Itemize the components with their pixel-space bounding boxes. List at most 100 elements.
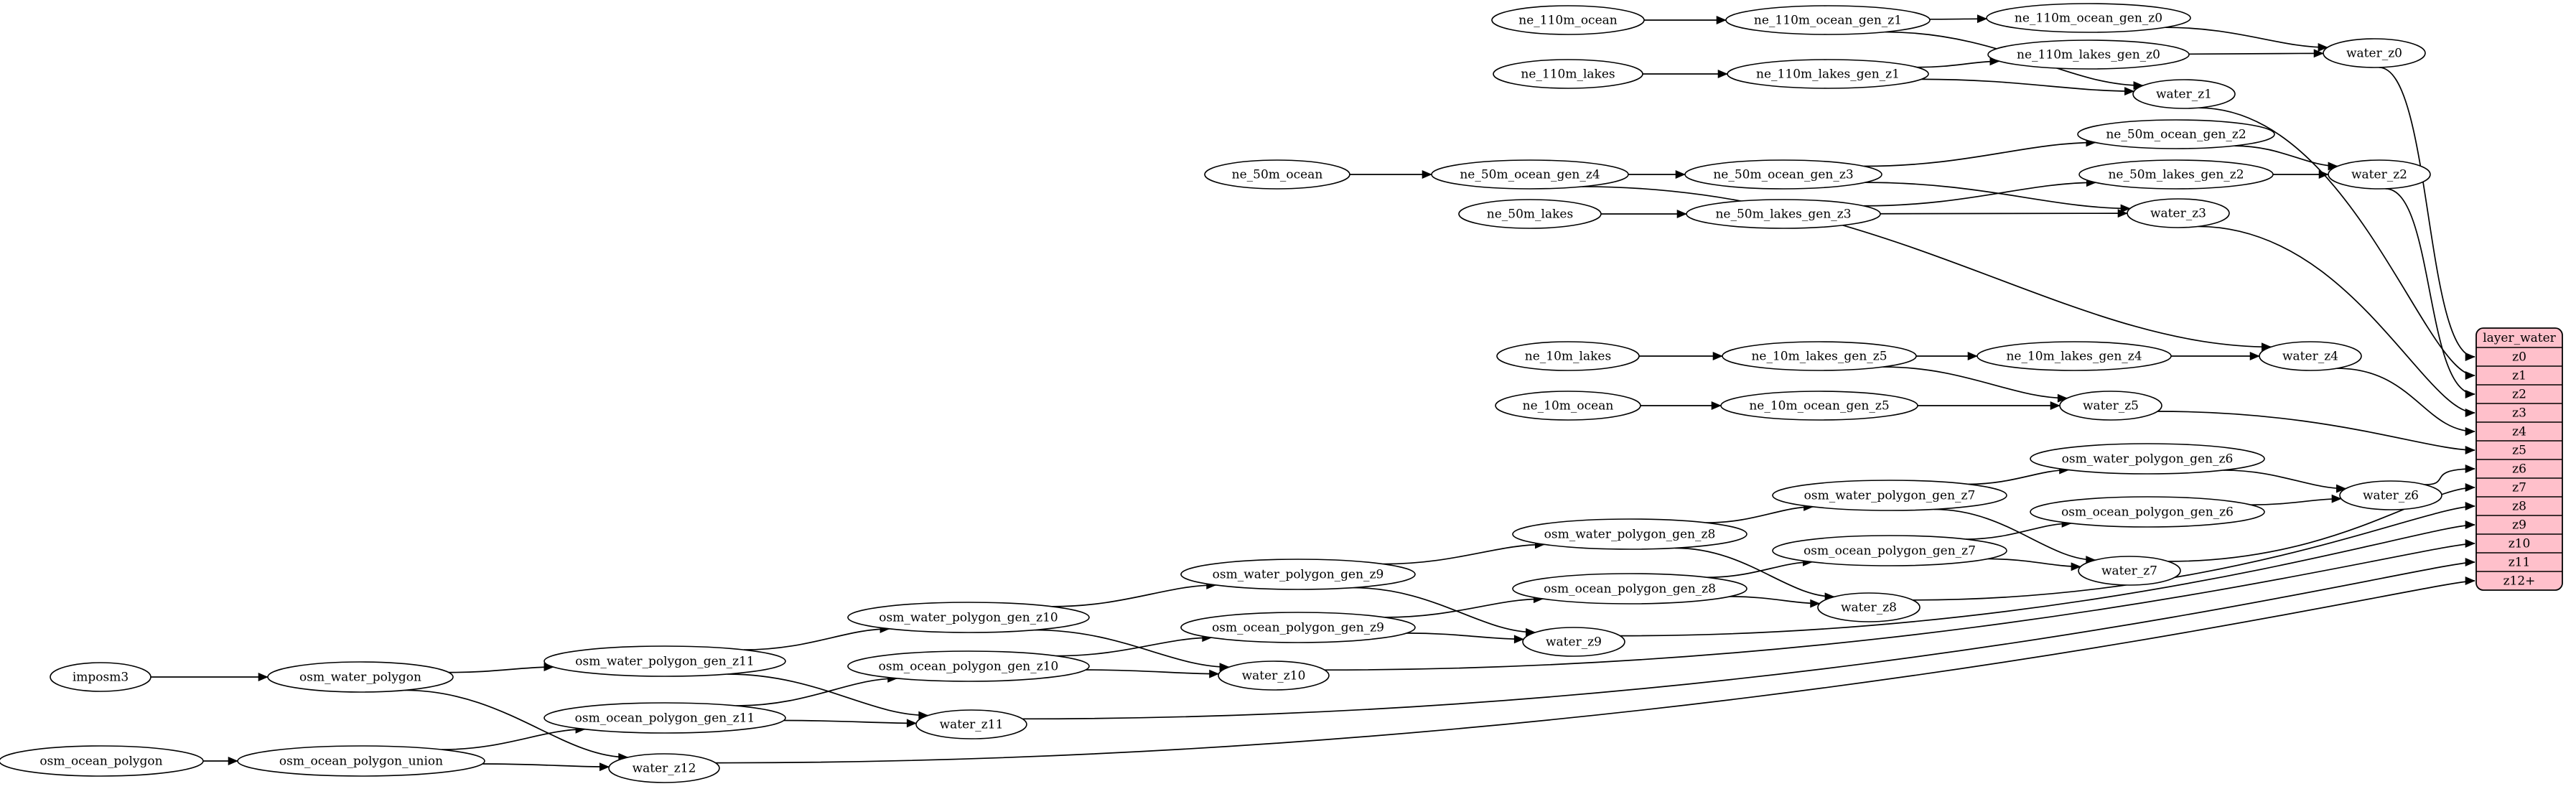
node-osm_water_polygon_gen_z9[interactable]: osm_water_polygon_gen_z9 (1180, 559, 1416, 590)
node-water_z4[interactable]: water_z4 (2259, 341, 2362, 371)
node-osm_water_polygon_gen_z6[interactable]: osm_water_polygon_gen_z6 (2030, 443, 2265, 475)
edge-line (1968, 469, 2069, 485)
edge-osm_ocean_polygon_union-to-water_z12 (482, 762, 610, 772)
node-osm_water_polygon_gen_z11[interactable]: osm_water_polygon_gen_z11 (543, 645, 786, 677)
node-shape (50, 662, 151, 692)
edge-arrowhead (2465, 520, 2475, 529)
edge-arrowhead (1717, 70, 1728, 78)
node-shape (1493, 59, 1643, 89)
edge-water_z11-to-layer_water.z11 (1022, 558, 2475, 720)
record-row-z10[interactable]: z10 (2509, 537, 2531, 551)
edge-line (442, 728, 585, 750)
edge-arrowhead (2120, 204, 2131, 213)
node-water_z12[interactable]: water_z12 (608, 753, 720, 783)
node-ne_10m_ocean_gen_z5[interactable]: ne_10m_ocean_gen_z5 (1720, 391, 1918, 421)
node-ne_110m_lakes[interactable]: ne_110m_lakes (1493, 59, 1643, 89)
node-ne_110m_lakes_gen_z0[interactable]: ne_110m_lakes_gen_z0 (1987, 39, 2190, 70)
node-label: ne_110m_ocean_gen_z0 (2015, 11, 2162, 26)
record-row-z9[interactable]: z9 (2512, 518, 2526, 533)
node-osm_ocean_polygon_gen_z10[interactable]: osm_ocean_polygon_gen_z10 (847, 650, 1090, 682)
node-shape (2328, 159, 2431, 190)
edge-ne_110m_ocean_gen_z1-to-ne_110m_ocean_gen_z0 (1929, 14, 1988, 24)
record-layer: layer_waterz0z1z2z3z4z5z6z7z8z9z10z11z12… (2475, 327, 2563, 591)
edge-arrowhead (2117, 209, 2128, 218)
record-node-layer-water[interactable]: layer_waterz0z1z2z3z4z5z6z7z8z9z10z11z12… (2475, 327, 2563, 591)
node-ne_50m_lakes_gen_z3[interactable]: ne_50m_lakes_gen_z3 (1686, 199, 1881, 229)
edge-osm_ocean_polygon_gen_z7-to-water_z7 (1987, 558, 2081, 571)
node-ne_10m_lakes_gen_z4[interactable]: ne_10m_lakes_gen_z4 (1977, 341, 2172, 371)
node-ne_50m_ocean_gen_z3[interactable]: ne_50m_ocean_gen_z3 (1684, 159, 1882, 190)
node-water_z6[interactable]: water_z6 (2339, 480, 2442, 510)
node-osm_ocean_polygon_gen_z6[interactable]: osm_ocean_polygon_gen_z6 (2030, 496, 2265, 528)
node-label: ne_50m_ocean_gen_z2 (2106, 128, 2246, 142)
node-ne_10m_lakes_gen_z5[interactable]: ne_10m_lakes_gen_z5 (1722, 341, 1917, 371)
node-ne_110m_ocean_gen_z0[interactable]: ne_110m_ocean_gen_z0 (1986, 3, 2191, 33)
node-osm_ocean_polygon[interactable]: osm_ocean_polygon (0, 745, 204, 777)
edge-arrowhead (2071, 562, 2081, 571)
edge-osm_ocean_polygon_gen_z9-to-water_z9 (1406, 632, 1524, 644)
edge-arrowhead (2465, 502, 2475, 510)
record-row-z11[interactable]: z11 (2509, 556, 2531, 570)
node-ne_10m_lakes[interactable]: ne_10m_lakes (1496, 341, 1640, 371)
node-water_z7[interactable]: water_z7 (2078, 556, 2181, 586)
node-shape (2078, 556, 2181, 586)
edge-osm_ocean_polygon_gen_z8-to-osm_ocean_polygon_gen_z7 (1707, 557, 1814, 579)
record-row-z6[interactable]: z6 (2512, 462, 2526, 477)
node-water_z2[interactable]: water_z2 (2328, 159, 2431, 190)
edge-osm_water_polygon_gen_z6-to-water_z6 (2223, 470, 2347, 493)
node-osm_ocean_polygon_gen_z8[interactable]: osm_ocean_polygon_gen_z8 (1512, 573, 1747, 604)
node-ne_50m_lakes[interactable]: ne_50m_lakes (1458, 199, 1602, 229)
node-ne_10m_ocean[interactable]: ne_10m_ocean (1495, 391, 1641, 421)
edge-line (1864, 141, 2096, 167)
node-osm_ocean_polygon_union[interactable]: osm_ocean_polygon_union (237, 745, 485, 777)
node-shape (267, 661, 454, 693)
record-row-z2[interactable]: z2 (2512, 388, 2526, 402)
node-water_z1[interactable]: water_z1 (2132, 79, 2236, 109)
node-osm_ocean_polygon_gen_z7[interactable]: osm_ocean_polygon_gen_z7 (1772, 535, 2007, 566)
node-osm_water_polygon_gen_z8[interactable]: osm_water_polygon_gen_z8 (1512, 518, 1747, 550)
edge-line (2198, 225, 2475, 414)
edge-line (1933, 508, 2096, 561)
node-shape (2339, 480, 2442, 510)
node-water_z0[interactable]: water_z0 (2323, 38, 2426, 68)
edge-arrowhead (1716, 16, 1727, 24)
node-water_z11[interactable]: water_z11 (915, 709, 1027, 739)
node-ne_110m_lakes_gen_z1[interactable]: ne_110m_lakes_gen_z1 (1727, 59, 1929, 89)
edge-arrowhead (2336, 484, 2347, 493)
node-water_z5[interactable]: water_z5 (2059, 391, 2162, 421)
record-row-z3[interactable]: z3 (2512, 406, 2526, 421)
node-imposm3[interactable]: imposm3 (50, 662, 151, 692)
node-water_z10[interactable]: water_z10 (1218, 660, 1330, 691)
node-water_z3[interactable]: water_z3 (2127, 198, 2230, 228)
node-water_z9[interactable]: water_z9 (1522, 627, 1625, 657)
edge-water_z2-to-layer_water.z2 (2385, 188, 2475, 398)
node-ne_110m_ocean[interactable]: ne_110m_ocean (1491, 5, 1645, 35)
record-row-z0[interactable]: z0 (2512, 350, 2526, 365)
record-row-z12+[interactable]: z12+ (2503, 574, 2536, 589)
node-ne_50m_ocean_gen_z4[interactable]: ne_50m_ocean_gen_z4 (1431, 159, 1629, 190)
node-osm_ocean_polygon_gen_z9[interactable]: osm_ocean_polygon_gen_z9 (1180, 612, 1416, 643)
node-label: osm_ocean_polygon (39, 755, 162, 769)
node-ne_110m_ocean_gen_z1[interactable]: ne_110m_ocean_gen_z1 (1725, 5, 1931, 35)
node-osm_water_polygon_gen_z10[interactable]: osm_water_polygon_gen_z10 (847, 602, 1090, 633)
record-row-z5[interactable]: z5 (2512, 444, 2526, 458)
node-water_z8[interactable]: water_z8 (1817, 592, 1921, 622)
edge-line (2385, 188, 2475, 395)
node-shape (2059, 391, 2162, 421)
record-row-z4[interactable]: z4 (2512, 425, 2526, 439)
edge-ne_10m_lakes_gen_z4-to-water_z4 (2171, 352, 2260, 360)
node-osm_ocean_polygon_gen_z11[interactable]: osm_ocean_polygon_gen_z11 (543, 702, 786, 734)
edge-osm_ocean_polygon-to-osm_ocean_polygon_union (202, 757, 238, 765)
node-ne_50m_ocean_gen_z2[interactable]: ne_50m_ocean_gen_z2 (2077, 119, 2275, 149)
node-label: osm_water_polygon_gen_z7 (1804, 489, 1976, 503)
node-osm_water_polygon_gen_z7[interactable]: osm_water_polygon_gen_z7 (1772, 480, 2007, 511)
node-ne_50m_lakes_gen_z2[interactable]: ne_50m_lakes_gen_z2 (2078, 159, 2274, 190)
edge-osm_ocean_polygon_gen_z8-to-water_z8 (1730, 596, 1821, 608)
record-row-z7[interactable]: z7 (2512, 481, 2526, 495)
node-label: ne_110m_lakes_gen_z0 (2017, 48, 2160, 62)
node-ne_50m_ocean[interactable]: ne_50m_ocean (1204, 159, 1350, 190)
node-osm_water_polygon[interactable]: osm_water_polygon (267, 661, 454, 693)
edge-line (1917, 60, 1999, 68)
record-row-z1[interactable]: z1 (2512, 369, 2526, 383)
record-row-z8[interactable]: z8 (2512, 500, 2526, 514)
